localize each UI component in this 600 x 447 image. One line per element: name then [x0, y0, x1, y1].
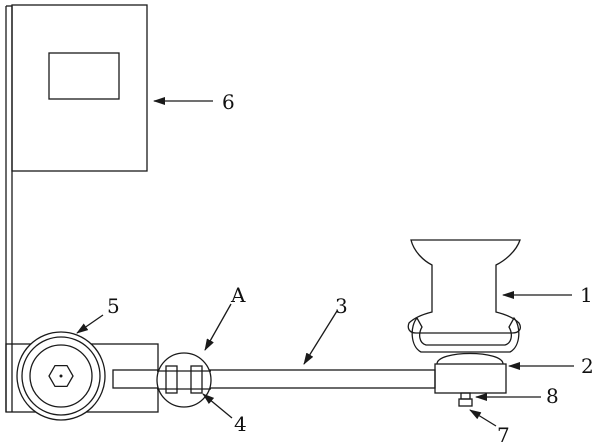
control-box [11, 4, 148, 172]
leader-3 [303, 310, 338, 365]
label-6: 6 [222, 90, 235, 114]
joint-detail-a [156, 352, 212, 408]
leader-7 [469, 409, 497, 427]
label-8: 8 [546, 384, 559, 408]
label-2: 2 [581, 354, 594, 378]
label-1: 1 [580, 283, 593, 307]
leader-a [204, 303, 232, 351]
leader-5 [76, 314, 104, 334]
label-a: A [230, 283, 246, 307]
pulley-wheel [16, 331, 106, 421]
support-post [5, 5, 13, 412]
hex-bolt-icon [48, 364, 74, 388]
label-5: 5 [107, 294, 120, 318]
label-4: 4 [234, 412, 247, 436]
display-window [48, 52, 120, 100]
rail [407, 239, 521, 334]
label-3: 3 [335, 294, 348, 318]
sensor-block [434, 352, 507, 394]
label-7: 7 [497, 423, 510, 447]
rail-clamp [411, 316, 520, 353]
leader-4 [202, 393, 233, 419]
bolt-assembly [458, 392, 473, 407]
